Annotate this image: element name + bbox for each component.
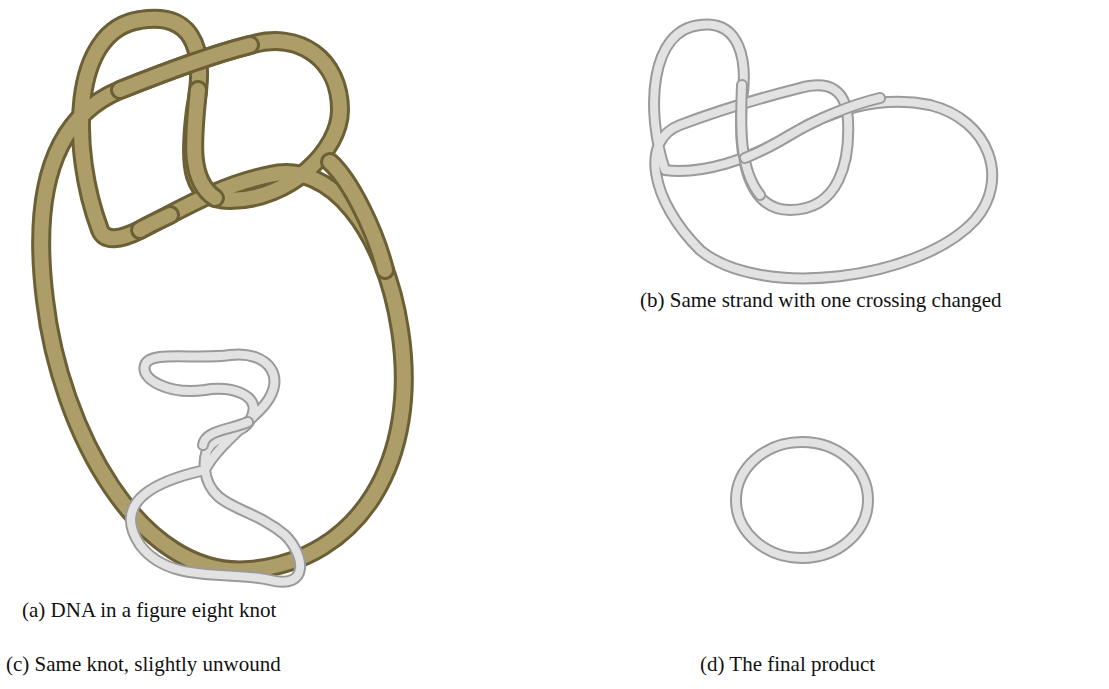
figure-caption: (a) DNA in a figure eight knot xyxy=(22,598,276,623)
figure-eight-knot xyxy=(41,19,404,571)
figure-caption: (c) Same knot, slightly unwound xyxy=(6,652,281,677)
figure-caption: (b) Same strand with one crossing change… xyxy=(640,288,1002,313)
unwound-knot xyxy=(131,354,300,581)
unknot-circle xyxy=(736,442,868,558)
figure-caption: (d) The final product xyxy=(700,652,875,677)
changed-strand xyxy=(654,25,992,279)
